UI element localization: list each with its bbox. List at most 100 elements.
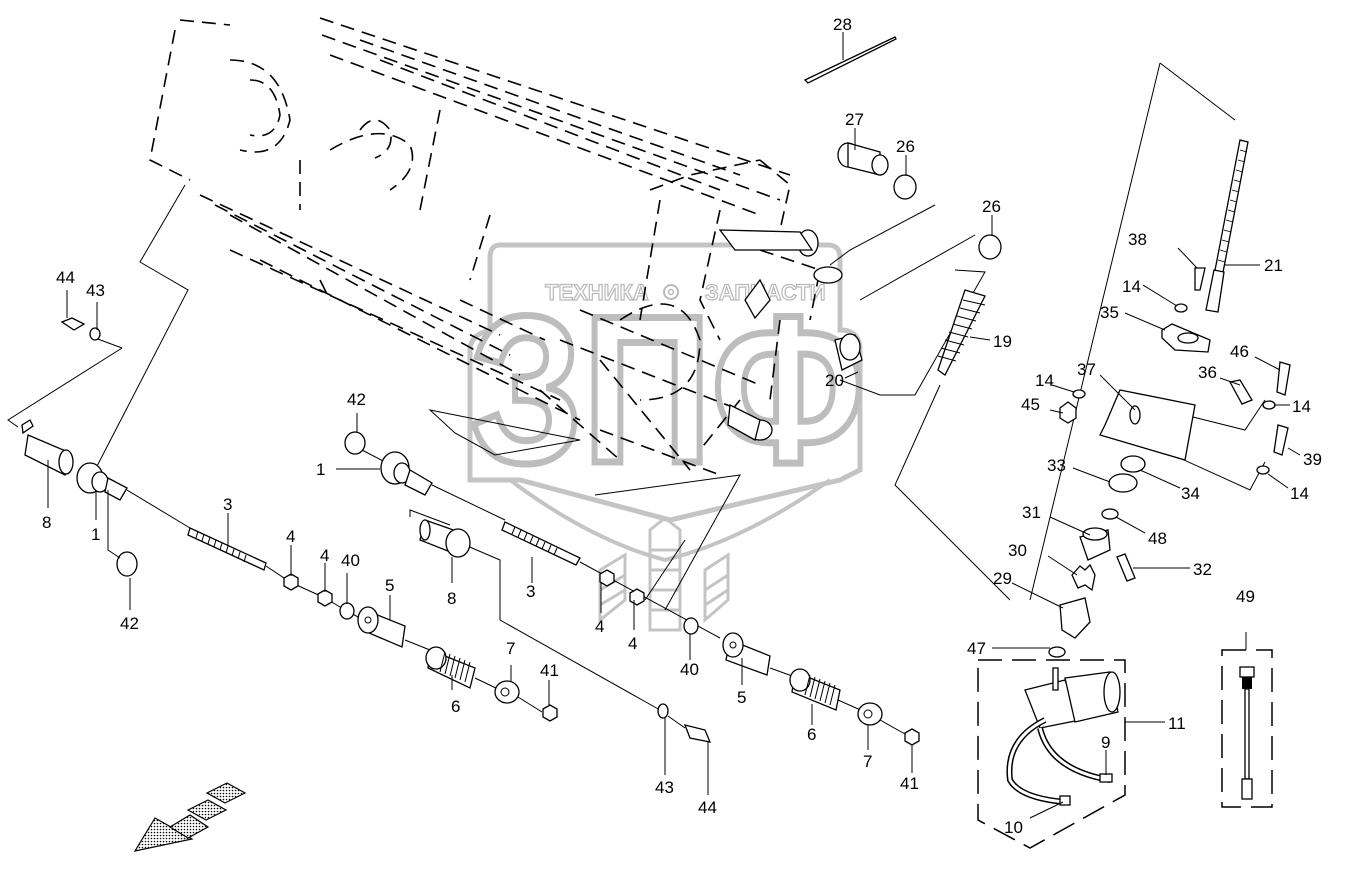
callout-47: 47 [967, 639, 986, 658]
washer-14b [1072, 389, 1086, 399]
callout-35: 35 [1100, 303, 1119, 322]
watermark-text-left: ТЕХНИКА [545, 280, 649, 305]
callout-labels: 28 27 26 26 21 38 14 35 19 20 46 36 37 1… [42, 15, 1322, 837]
nut-4a [283, 573, 299, 591]
nut-4c [599, 569, 615, 587]
callout-20: 20 [825, 371, 844, 390]
screw-39 [1273, 424, 1289, 456]
callout-40: 40 [680, 660, 699, 679]
rod-3b [501, 521, 581, 566]
callout-28: 28 [833, 15, 852, 34]
sleeve-8b [419, 519, 471, 558]
callout-4: 4 [286, 527, 295, 546]
callout-41: 41 [540, 661, 559, 680]
wheat-icon [598, 516, 730, 632]
motor-group-frame [977, 659, 1126, 849]
parts-right [803, 36, 1291, 849]
callout-39: 39 [1303, 450, 1322, 469]
callout-38: 38 [1128, 230, 1147, 249]
callout-4: 4 [320, 546, 329, 565]
callout-4: 4 [595, 617, 604, 636]
washer-33 [1108, 473, 1138, 493]
ring-34 [1120, 455, 1146, 473]
motor-11 [1006, 667, 1121, 806]
ring-42b [344, 431, 366, 455]
watermark-logo-text: ЗПФ [470, 272, 865, 507]
callout-34: 34 [1181, 484, 1200, 503]
cable-tie [803, 36, 897, 84]
callout-36: 36 [1198, 363, 1217, 382]
callout-26: 26 [896, 137, 915, 156]
callout-3: 3 [526, 582, 535, 601]
callout-7: 7 [506, 639, 515, 658]
callout-37: 37 [1077, 360, 1096, 379]
washer-48 [1101, 508, 1119, 520]
washer-14a [1174, 303, 1188, 313]
callout-8: 8 [447, 589, 456, 608]
group-lines [7, 62, 1266, 711]
screw-46 [1276, 361, 1291, 396]
callout-44: 44 [698, 798, 717, 817]
callout-44: 44 [56, 268, 75, 287]
pin-32 [1116, 553, 1136, 582]
nut-45 [1059, 401, 1077, 424]
callout-9: 9 [1101, 733, 1110, 752]
callout-8: 8 [42, 513, 51, 532]
callout-31: 31 [1022, 503, 1041, 522]
spring-6a [425, 646, 476, 689]
callout-6: 6 [451, 697, 460, 716]
washer-43a [89, 327, 101, 341]
spacer-5a [357, 606, 406, 648]
spacer-5b [722, 632, 771, 676]
pivot-assembly [718, 229, 843, 441]
callout-27: 27 [845, 110, 864, 129]
washer-14c [1262, 400, 1276, 410]
callout-7: 7 [863, 752, 872, 771]
callout-14: 14 [1290, 484, 1309, 503]
callout-32: 32 [1193, 560, 1212, 579]
callout-1: 1 [91, 525, 100, 544]
parts-left [21, 317, 920, 852]
callout-4: 4 [628, 634, 637, 653]
spring-6b [789, 668, 841, 711]
callout-42: 42 [120, 614, 139, 633]
callout-45: 45 [1021, 395, 1040, 414]
nut-4b [317, 589, 333, 607]
callout-49: 49 [1236, 587, 1255, 606]
threaded-rod-21 [1205, 139, 1249, 313]
washer-47 [1048, 646, 1066, 658]
washer-40a [339, 602, 355, 620]
cable-49 [1239, 666, 1255, 800]
callout-14: 14 [1035, 371, 1054, 390]
washer-40b [683, 617, 699, 635]
callout-19: 19 [993, 332, 1012, 351]
callout-33: 33 [1047, 456, 1066, 475]
nut-41a [542, 704, 558, 722]
direction-arrow-icon [133, 782, 247, 852]
callout-40: 40 [341, 551, 360, 570]
callout-5: 5 [737, 688, 746, 707]
callout-14: 14 [1122, 277, 1141, 296]
callout-leaders [47, 32, 1301, 819]
callout-42: 42 [347, 390, 366, 409]
lever-1b [380, 451, 433, 496]
callout-41: 41 [900, 774, 919, 793]
callout-5: 5 [385, 576, 394, 595]
o-ring-26a [893, 174, 917, 200]
callout-43: 43 [86, 281, 105, 300]
ring-42a [116, 551, 138, 577]
callout-11: 11 [1168, 714, 1186, 733]
callout-14: 14 [1292, 397, 1311, 416]
callout-6: 6 [807, 725, 816, 744]
watermark: ТЕХНИКА ЗАПЧАСТИ ЗПФ [467, 242, 869, 632]
nut-4d [629, 588, 645, 606]
callout-46: 46 [1230, 342, 1249, 361]
washer-43b [657, 703, 669, 719]
callout-30: 30 [1008, 541, 1027, 560]
bolt-38 [1194, 267, 1206, 291]
spider-30 [1071, 563, 1096, 592]
o-ring-26b [978, 234, 1002, 260]
boot-19 [937, 289, 986, 376]
watermark-shield [467, 242, 863, 523]
